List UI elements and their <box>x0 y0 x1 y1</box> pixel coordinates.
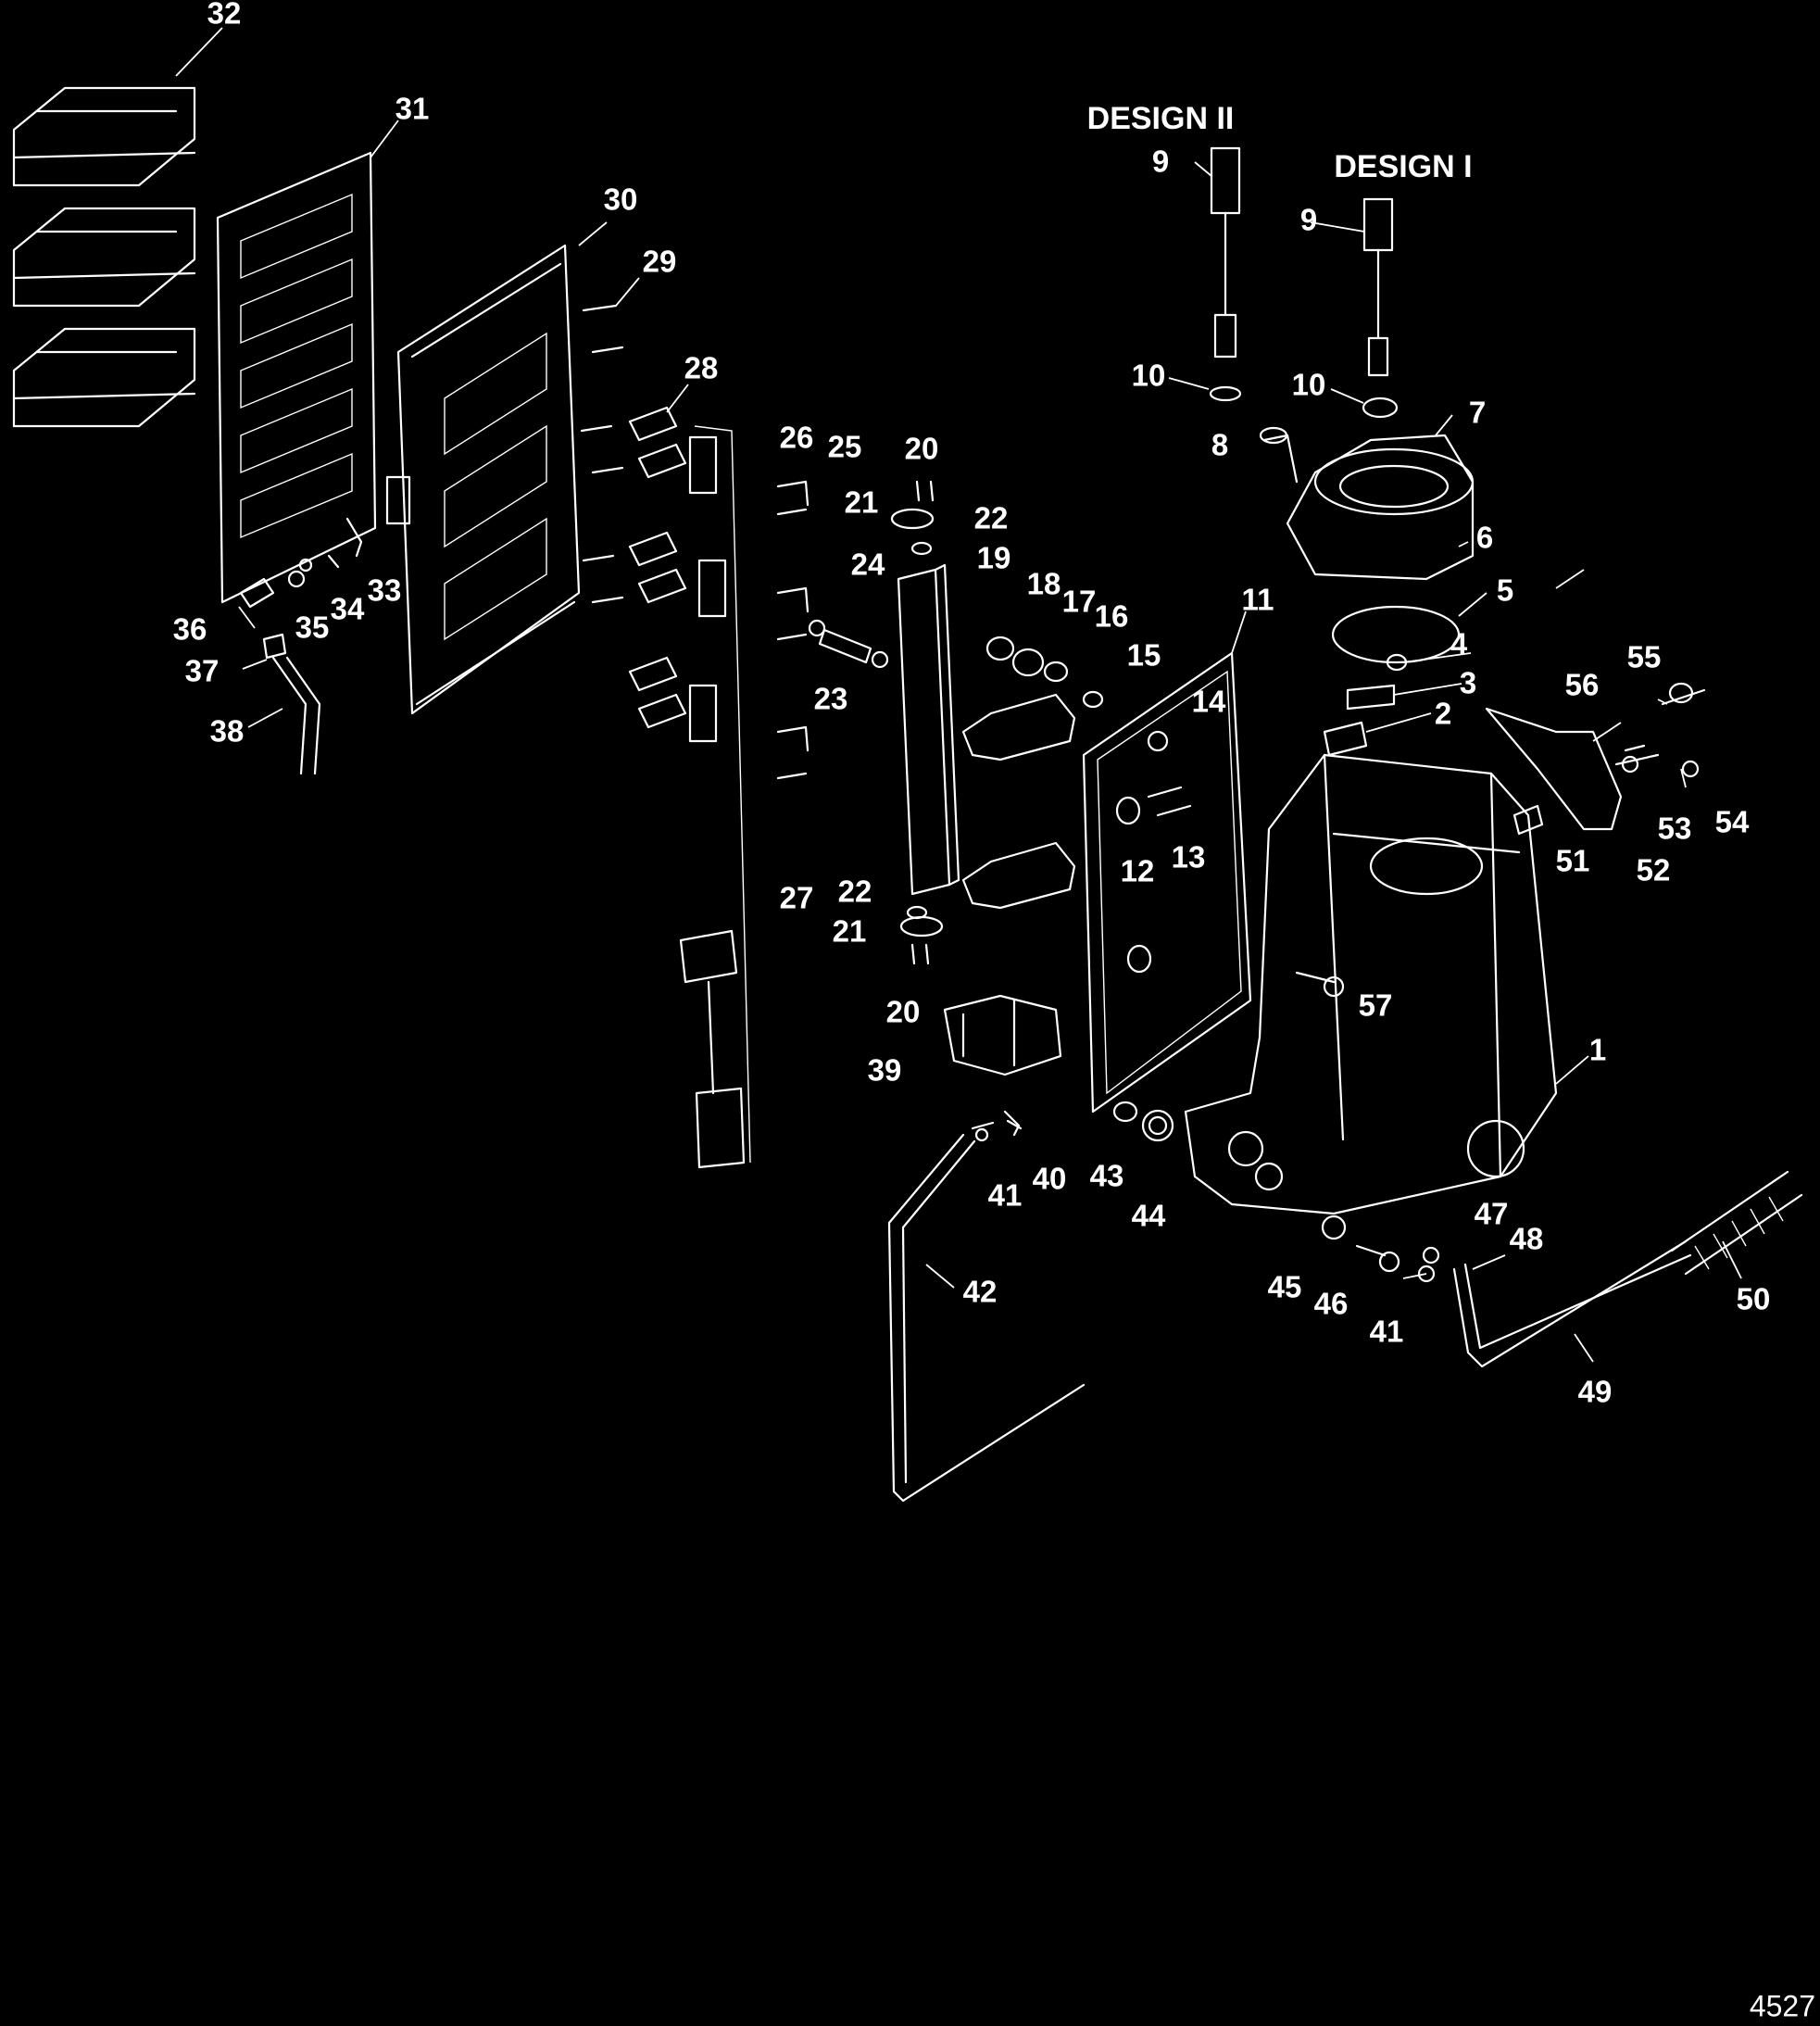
callout-15: 15 <box>1127 638 1161 673</box>
callout-41-left: 41 <box>988 1178 1023 1213</box>
temperature-sensor-design-ii <box>1209 146 1242 402</box>
callout-36: 36 <box>173 612 207 647</box>
temperature-sensor-design-i <box>1362 197 1399 419</box>
callout-labels: 1 2 3 4 5 6 7 8 9 9 10 10 11 12 13 14 15… <box>173 0 1771 1409</box>
callout-43: 43 <box>1090 1159 1124 1193</box>
callout-21-bottom: 21 <box>833 914 867 949</box>
callout-49: 49 <box>1578 1375 1613 1409</box>
callout-16: 16 <box>1095 599 1129 634</box>
callout-5: 5 <box>1497 573 1513 608</box>
callout-29: 29 <box>643 245 677 279</box>
callout-54: 54 <box>1715 805 1750 839</box>
rail-fittings <box>808 541 933 920</box>
callout-53: 53 <box>1658 812 1692 846</box>
callout-33: 33 <box>368 573 402 608</box>
callout-7: 7 <box>1469 396 1486 430</box>
vapor-separator-gasket <box>1082 651 1252 1114</box>
callout-18: 18 <box>1027 567 1061 601</box>
callout-35: 35 <box>295 610 330 645</box>
callout-56: 56 <box>1565 668 1600 702</box>
callout-32: 32 <box>207 0 242 31</box>
callout-26: 26 <box>780 421 814 455</box>
adapter-plate <box>385 244 581 715</box>
callout-46: 46 <box>1314 1287 1349 1321</box>
callout-12: 12 <box>1121 854 1155 888</box>
reed-block-stack <box>12 86 196 428</box>
callout-10-design-ii: 10 <box>1132 359 1166 393</box>
fuel-hose-assembly <box>1417 1170 1803 1368</box>
callout-44: 44 <box>1132 1199 1166 1233</box>
callout-30: 30 <box>604 182 638 217</box>
tank-sensor <box>1323 653 1408 757</box>
callout-17: 17 <box>1062 585 1097 619</box>
callout-39: 39 <box>868 1053 902 1088</box>
callout-6: 6 <box>1476 521 1493 555</box>
drain-screw <box>1321 1214 1400 1273</box>
injector-clips <box>776 480 810 780</box>
throttle-bolt <box>1259 426 1299 484</box>
callout-2: 2 <box>1435 697 1451 731</box>
callout-21-top: 21 <box>845 485 879 520</box>
callout-22-top: 22 <box>974 501 1009 535</box>
callout-8: 8 <box>1211 428 1228 462</box>
callout-9-design-ii: 9 <box>1152 145 1169 179</box>
figure-number: 4527 <box>1750 1989 1815 2022</box>
callout-23: 23 <box>814 682 848 716</box>
callout-3: 3 <box>1460 666 1476 700</box>
fitting-57 <box>1295 971 1345 998</box>
callout-31: 31 <box>395 92 430 126</box>
hose-fittings <box>974 1110 1021 1142</box>
injector-harness <box>679 425 751 1169</box>
callout-19: 19 <box>977 541 1011 575</box>
callout-20-top: 20 <box>905 432 939 466</box>
callout-40: 40 <box>1033 1162 1067 1196</box>
screw-set <box>580 304 624 604</box>
callout-25: 25 <box>828 430 862 464</box>
callout-47: 47 <box>1475 1197 1509 1231</box>
reed-gasket <box>216 151 377 604</box>
callout-51: 51 <box>1556 844 1590 878</box>
callout-38: 38 <box>210 714 245 749</box>
callout-48: 48 <box>1510 1222 1544 1256</box>
fuel-rail <box>897 563 960 896</box>
throttle-body <box>1286 434 1475 664</box>
callout-14: 14 <box>1192 685 1226 719</box>
callout-10-design-i: 10 <box>1292 368 1326 402</box>
callout-4: 4 <box>1450 627 1468 661</box>
callout-41-right: 41 <box>1370 1315 1404 1349</box>
callout-27: 27 <box>780 881 814 915</box>
callout-50: 50 <box>1737 1282 1771 1316</box>
fuel-injectors <box>628 406 727 743</box>
callout-24: 24 <box>851 547 885 582</box>
callout-9-design-i: 9 <box>1300 203 1317 237</box>
callout-28: 28 <box>684 351 719 385</box>
callout-13: 13 <box>1172 840 1206 875</box>
grommets <box>1112 1101 1174 1142</box>
float-components <box>1115 730 1192 974</box>
callout-20-bottom: 20 <box>886 995 921 1029</box>
left-fittings-and-hose <box>239 517 363 775</box>
fitting-51 <box>1512 804 1544 836</box>
design-ii-label: DESIGN II <box>1087 101 1235 136</box>
callout-55: 55 <box>1627 640 1662 674</box>
design-i-label: DESIGN I <box>1334 149 1472 184</box>
callout-37: 37 <box>185 654 220 688</box>
leader-lines <box>175 27 1742 1363</box>
vapor-separator-tank <box>1184 753 1558 1215</box>
callout-1: 1 <box>1589 1033 1606 1067</box>
cover-plate <box>1485 682 1706 831</box>
callout-22-bottom: 22 <box>838 875 872 909</box>
callout-34: 34 <box>331 592 365 626</box>
callout-45: 45 <box>1268 1270 1302 1304</box>
callout-52: 52 <box>1637 853 1671 887</box>
callout-57: 57 <box>1359 988 1393 1023</box>
rail-brackets <box>961 635 1104 910</box>
callout-42: 42 <box>963 1275 998 1309</box>
vent-solenoid <box>943 994 1062 1076</box>
callout-11: 11 <box>1242 583 1274 617</box>
